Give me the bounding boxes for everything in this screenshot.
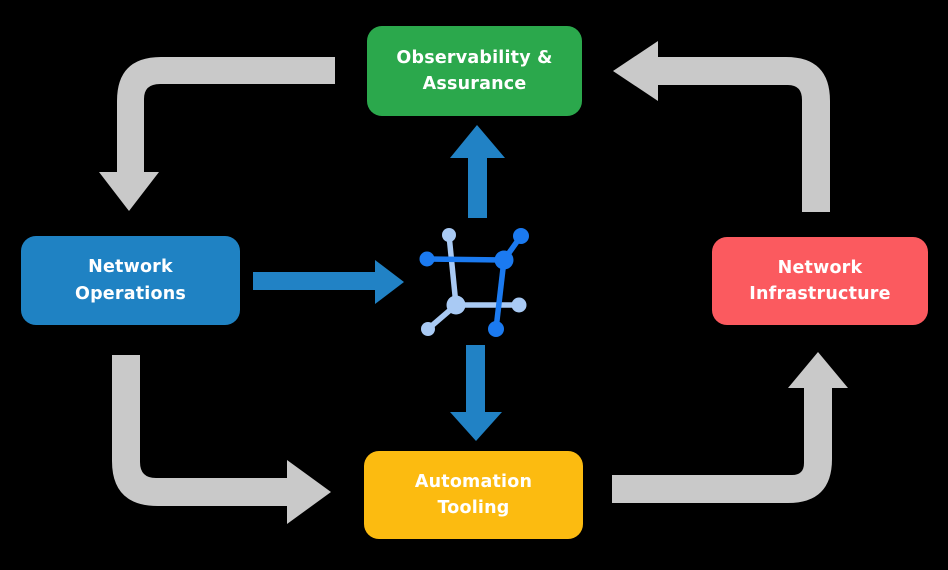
mesh-node-bottom xyxy=(488,321,504,337)
mesh-left-edge xyxy=(446,234,459,306)
arrow-infrastructure-to-observability xyxy=(613,41,830,212)
mesh-top-edge xyxy=(426,256,505,263)
mesh-node-bottom-left-end xyxy=(421,322,435,336)
arrow-center-to-observability xyxy=(450,125,505,218)
arrow-center-to-automation xyxy=(450,345,502,441)
mesh-corner-top-right xyxy=(494,250,514,270)
arrow-operations-to-automation xyxy=(112,355,331,524)
mesh-corner-bottom-left xyxy=(446,295,466,315)
node-observability-assurance: Observability & Assurance xyxy=(367,26,582,116)
mesh-node-left xyxy=(419,251,435,267)
mesh-node-right xyxy=(511,297,527,313)
mesh-node-top xyxy=(442,228,456,242)
node-infrastructure-label: Network Infrastructure xyxy=(749,257,891,304)
node-automation-label: Automation Tooling xyxy=(414,471,533,518)
arrow-automation-to-infrastructure xyxy=(612,352,848,503)
arrow-observability-to-operations xyxy=(99,57,335,211)
node-network-operations: Network Operations xyxy=(21,236,240,325)
network-mesh-icon xyxy=(419,228,529,337)
mesh-right-edge xyxy=(493,259,507,330)
node-network-infrastructure: Network Infrastructure xyxy=(712,237,928,325)
arrow-operations-to-center xyxy=(253,260,404,304)
node-operations-label: Network Operations xyxy=(75,257,186,304)
mesh-node-top-right-end xyxy=(513,228,529,244)
node-observability-label: Observability & Assurance xyxy=(396,47,553,94)
node-automation-tooling: Automation Tooling xyxy=(364,451,583,539)
